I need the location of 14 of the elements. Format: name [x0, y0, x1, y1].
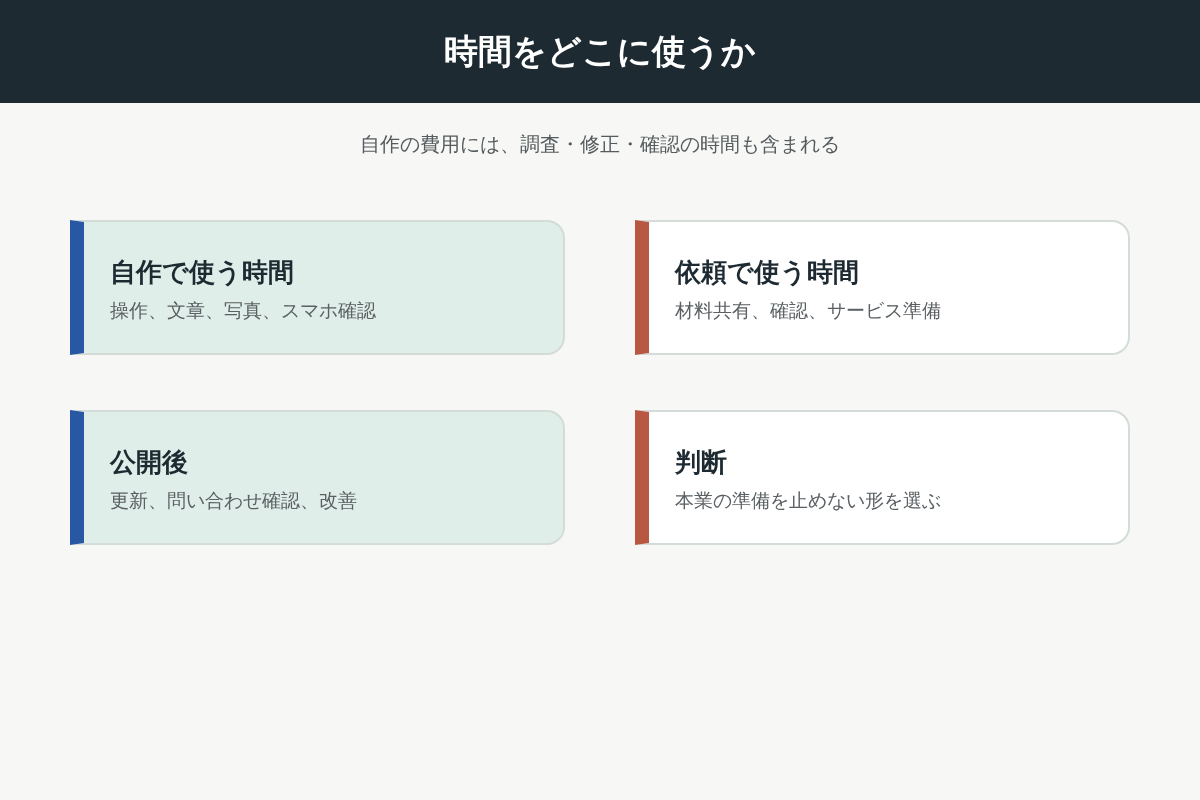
card-heading: 判断: [675, 446, 727, 479]
card: [635, 410, 1130, 545]
card-text: 材料共有、確認、サービス準備: [675, 297, 941, 323]
card-text: 本業の準備を止めない形を選ぶ: [675, 487, 941, 513]
card: [70, 410, 565, 545]
card-text: 更新、問い合わせ確認、改善: [110, 487, 357, 513]
card-heading: 公開後: [110, 446, 188, 479]
card-heading: 依頼で使う時間: [675, 256, 859, 289]
card: [635, 220, 1130, 355]
card-heading: 自作で使う時間: [110, 256, 294, 289]
subtitle: 自作の費用には、調査・修正・確認の時間も含まれる: [360, 132, 840, 156]
card-text: 操作、文章、写真、スマホ確認: [110, 297, 376, 323]
page-title: 時間をどこに使うか: [444, 31, 756, 72]
card: [70, 220, 565, 355]
